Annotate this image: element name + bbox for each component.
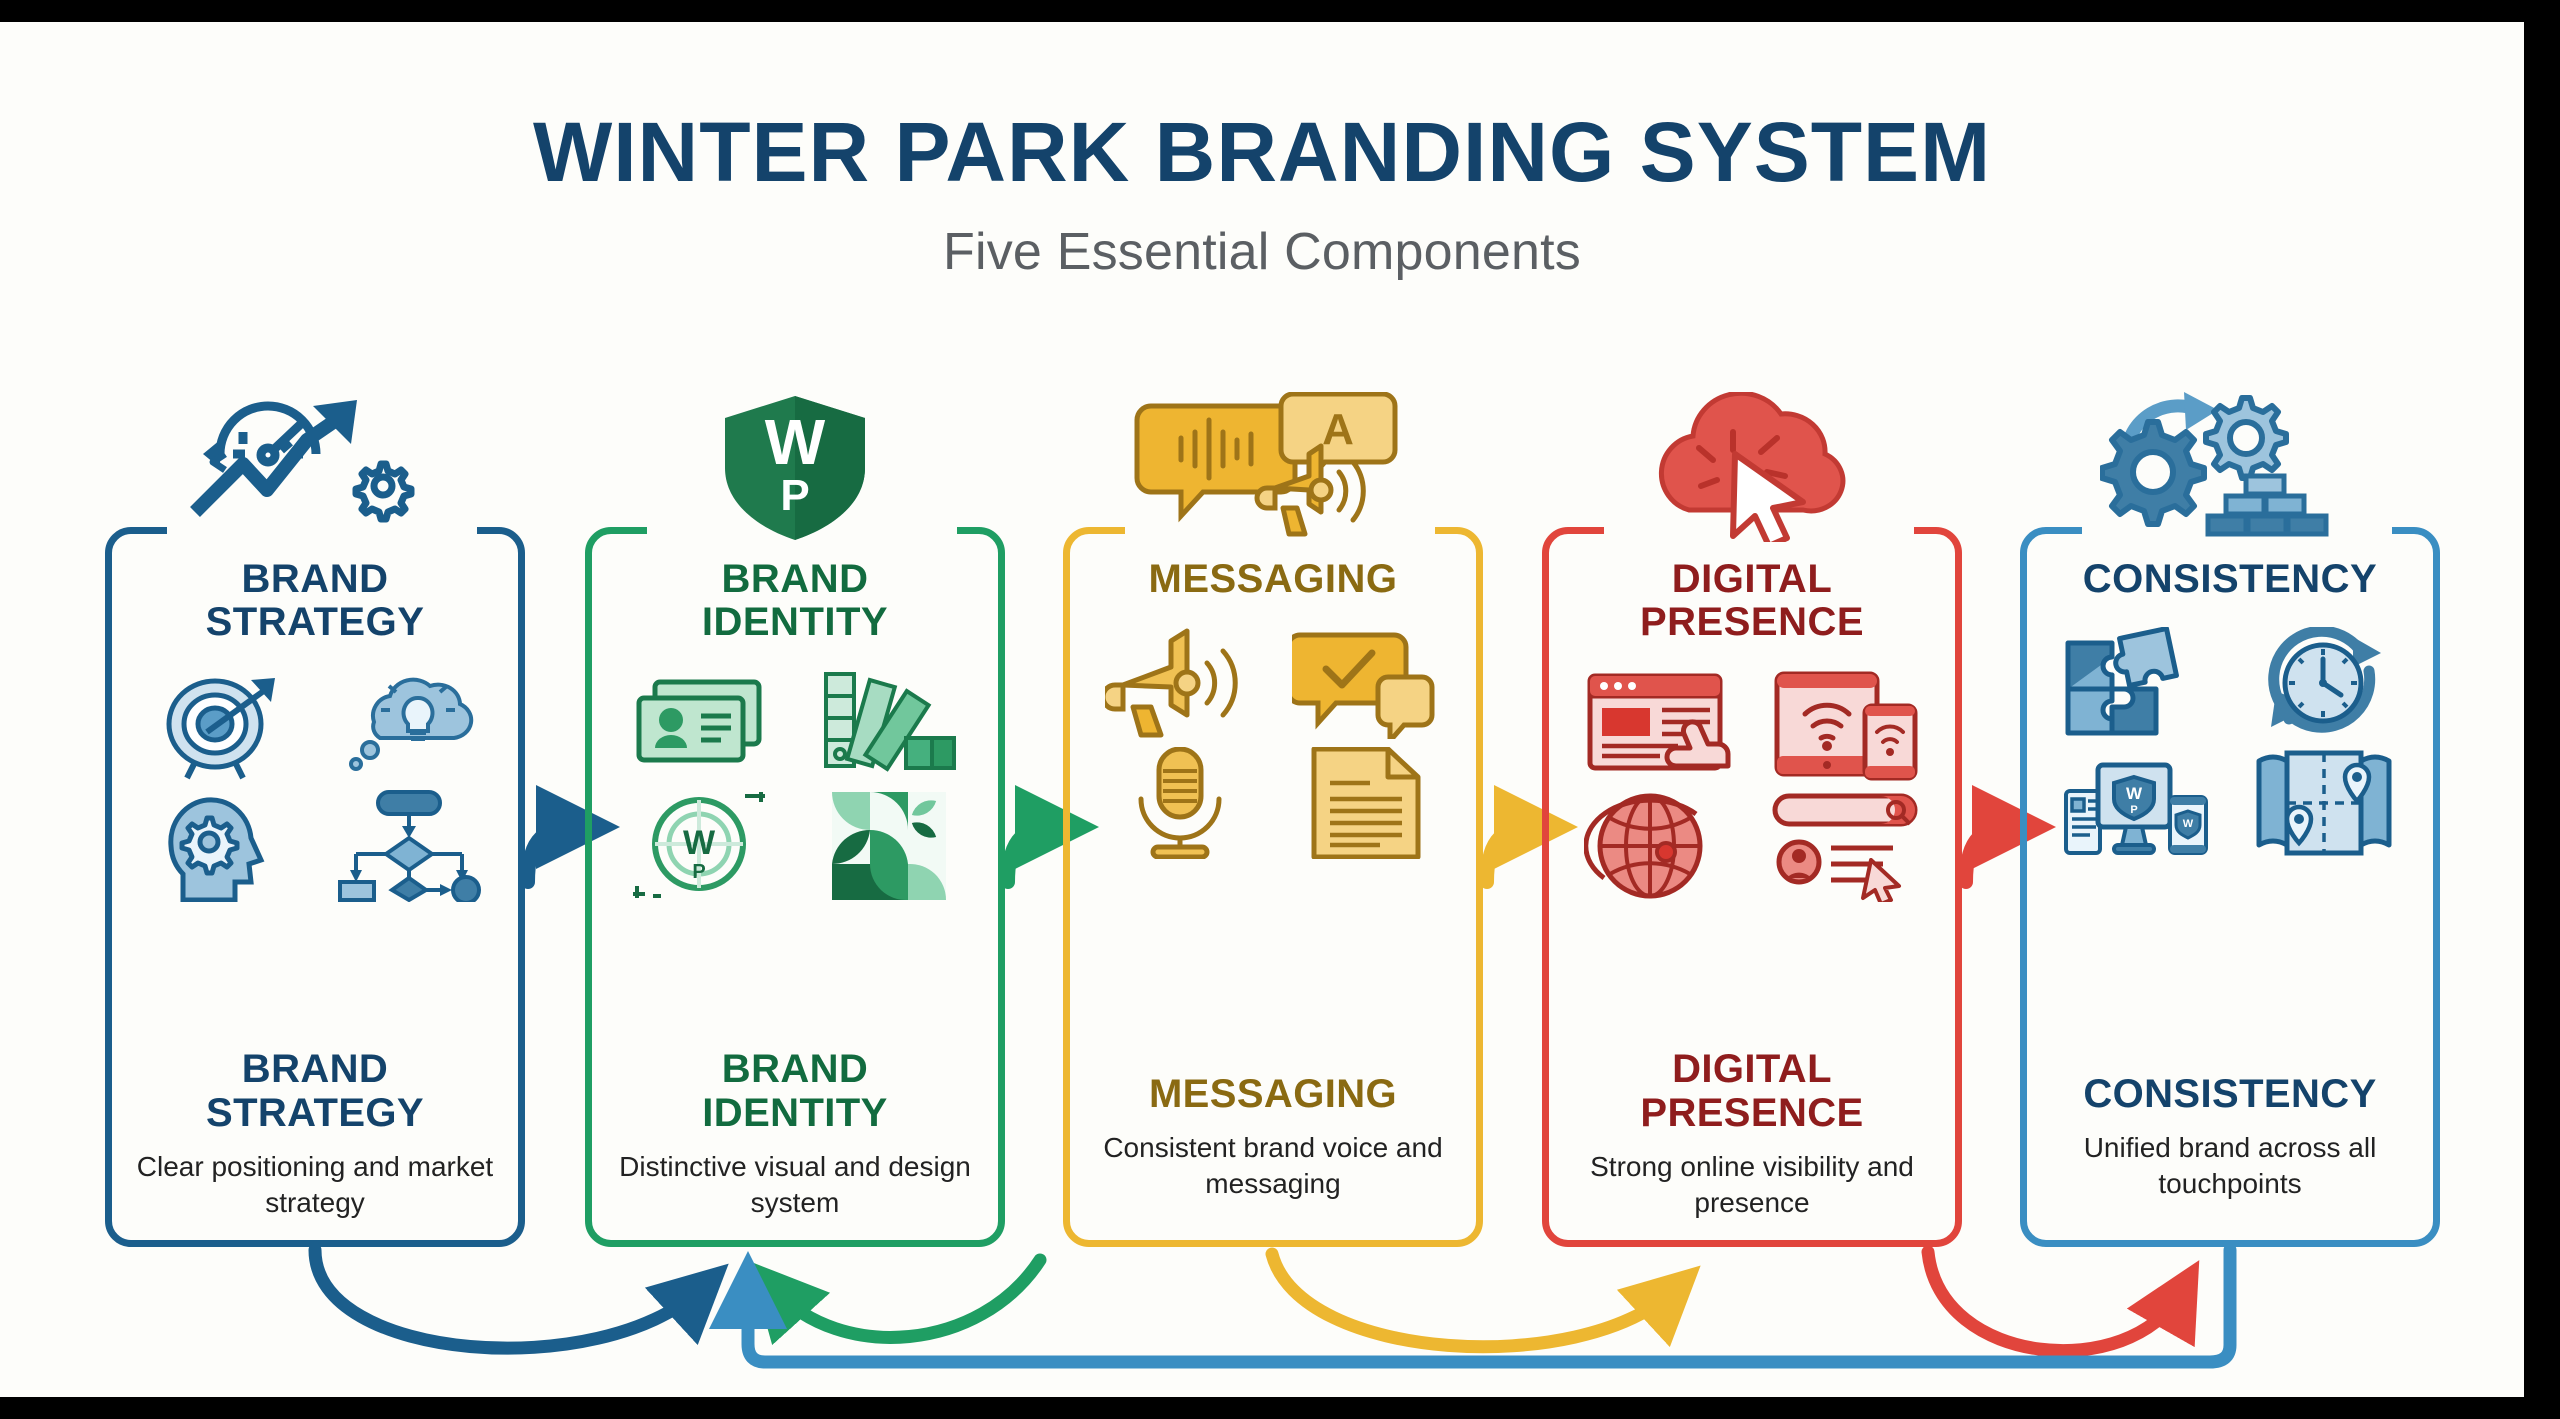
header: WINTER PARK BRANDING SYSTEM Five Essenti… xyxy=(0,22,2524,282)
compass-growth-arrow-gear-icon xyxy=(75,392,555,542)
multi-device-brand-icon: W P W xyxy=(2063,762,2208,856)
card-messaging[interactable] xyxy=(1063,522,1483,1247)
microphone-icon xyxy=(1138,747,1221,860)
column-brand-strategy: BRAND STRATEGY xyxy=(75,392,555,903)
head-with-gear-icon xyxy=(167,797,264,903)
hero-title-brand-identity: BRAND IDENTITY xyxy=(701,557,889,645)
infographic-canvas: WINTER PARK BRANDING SYSTEM Five Essenti… xyxy=(0,22,2524,1397)
sub-icon-group-messaging xyxy=(1093,627,1453,860)
color-swatch-fan-icon xyxy=(823,672,956,773)
svg-text:W: W xyxy=(682,824,715,862)
flowchart-icon xyxy=(337,790,481,903)
column-consistency: CONSISTENCY xyxy=(1990,392,2470,859)
brand-pattern-tile-icon xyxy=(831,792,946,901)
svg-text:P: P xyxy=(2130,804,2137,816)
gears-sync-bricks-icon xyxy=(1990,392,2470,542)
bottom-title-brand-strategy: BRAND STRATEGY xyxy=(205,1047,425,1135)
chat-checkmark-icon xyxy=(1291,632,1434,740)
column-messaging: A MESSAGING xyxy=(1033,392,1513,860)
svg-text:W: W xyxy=(2125,784,2142,803)
bottom-desc-brand-identity: Distinctive visual and design system xyxy=(619,1151,971,1219)
map-pins-icon xyxy=(2256,750,2391,856)
bottom-block-messaging: MESSAGING Consistent brand voice and mes… xyxy=(1063,1072,1483,1203)
bottom-title-messaging: MESSAGING xyxy=(1148,1072,1398,1116)
svg-text:P: P xyxy=(692,861,705,883)
bottom-title-consistency: CONSISTENCY xyxy=(2083,1072,2377,1116)
lightbulb-thought-cloud-icon xyxy=(348,678,473,772)
sub-icon-group-consistency: W P W xyxy=(2050,627,2410,859)
letter-badge-a: A xyxy=(1322,405,1354,454)
hero-title-consistency: CONSISTENCY xyxy=(2082,557,2378,601)
document-lines-icon xyxy=(1311,747,1420,860)
bottom-arc-strategy-to-identity xyxy=(308,1243,729,1355)
search-bar-profile-icon xyxy=(1772,793,1917,903)
bottom-desc-brand-strategy: Clear positioning and market strategy xyxy=(136,1151,494,1219)
logo-construction-grid-icon: W P xyxy=(632,792,765,899)
hero-title-digital-presence: DIGITAL PRESENCE xyxy=(1639,557,1865,645)
target-arrow-icon xyxy=(166,678,275,780)
column-digital-presence: DIGITAL PRESENCE xyxy=(1512,392,1992,903)
page-subtitle: Five Essential Components xyxy=(943,223,1581,281)
bottom-block-consistency: CONSISTENCY Unified brand across all tou… xyxy=(2020,1072,2440,1203)
card-brand-strategy[interactable] xyxy=(105,522,525,1247)
clock-refresh-icon xyxy=(2267,627,2381,733)
card-title-gap xyxy=(1125,522,1435,548)
globe-orbit-icon xyxy=(1583,793,1702,899)
svg-text:W: W xyxy=(2182,818,2193,830)
bottom-desc-digital-presence: Strong online visibility and presence xyxy=(1590,1151,1914,1219)
column-brand-identity: W P BRAND IDENTITY xyxy=(555,392,1035,902)
wp-shield-logo-icon: W P xyxy=(555,392,1035,542)
feedback-loop-consistency-to-identity xyxy=(709,1243,2237,1369)
megaphone-icon xyxy=(1104,628,1238,738)
hero-title-messaging: MESSAGING xyxy=(1148,557,1398,601)
bottom-block-digital-presence: DIGITAL PRESENCE Strong online visibilit… xyxy=(1542,1047,1962,1222)
sub-icon-group-brand-identity: W P xyxy=(615,670,975,902)
bottom-desc-consistency: Unified brand across all touchpoints xyxy=(2083,1132,2377,1200)
hero-title-brand-strategy: BRAND STRATEGY xyxy=(205,557,425,645)
speech-bubble-waveform-megaphone-icon: A xyxy=(1033,392,1513,542)
sub-icon-group-digital-presence xyxy=(1572,670,1932,903)
card-title-gap xyxy=(167,522,477,548)
tablet-phone-wifi-icon xyxy=(1774,671,1917,781)
shield-monogram-w: W xyxy=(765,406,826,478)
cloud-click-cursor-icon xyxy=(1512,392,1992,542)
bottom-title-digital-presence: DIGITAL PRESENCE xyxy=(1640,1047,1864,1135)
puzzle-pieces-icon xyxy=(2065,627,2179,736)
bottom-desc-messaging: Consistent brand voice and messaging xyxy=(1103,1132,1443,1200)
browser-window-pointer-icon xyxy=(1587,673,1730,771)
bottom-arc-identity-back xyxy=(748,1253,1047,1346)
bottom-arc-digital-to-consistency xyxy=(1921,1245,2200,1358)
shield-monogram-p: P xyxy=(780,471,809,520)
bottom-block-brand-identity: BRAND IDENTITY Distinctive visual and de… xyxy=(585,1047,1005,1222)
sub-icon-group-brand-strategy xyxy=(135,670,495,903)
bottom-arc-messaging-to-digital xyxy=(1265,1247,1701,1354)
bottom-title-brand-identity: BRAND IDENTITY xyxy=(702,1047,888,1135)
page-title: WINTER PARK BRANDING SYSTEM xyxy=(532,105,1992,199)
business-card-icon xyxy=(636,679,761,763)
bottom-block-brand-strategy: BRAND STRATEGY Clear positioning and mar… xyxy=(105,1047,525,1222)
